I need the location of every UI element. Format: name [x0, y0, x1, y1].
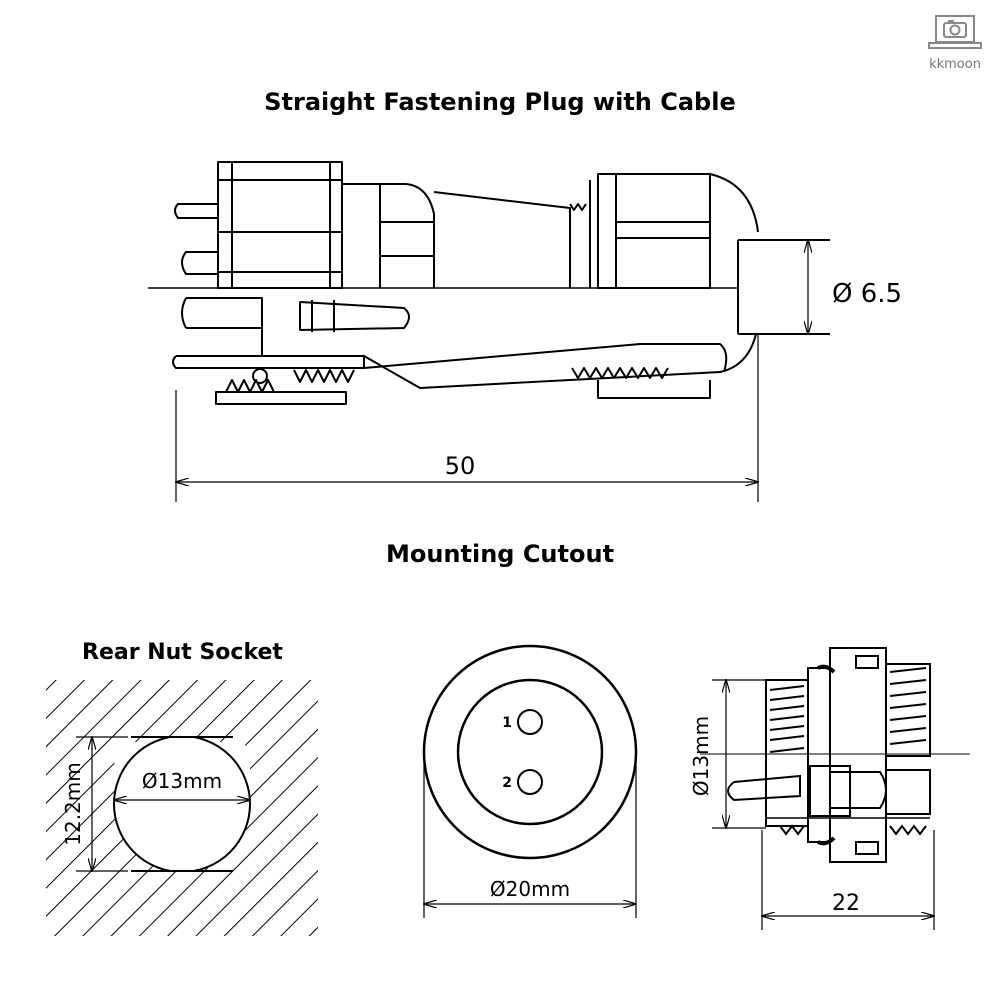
socket-dimensions	[712, 680, 934, 930]
pin-1-hole	[517, 709, 543, 735]
socket-length-label: 22	[832, 891, 860, 916]
plug-title: Straight Fastening Plug with Cable	[264, 88, 736, 116]
mounting-face-drawing	[422, 644, 638, 918]
cutout-title: Mounting Cutout	[385, 540, 615, 568]
brand-name: kkmoon	[929, 57, 981, 72]
cable-diameter-label: Ø 6.5	[832, 279, 902, 309]
pin-2-hole	[517, 769, 543, 795]
socket-diameter-label: Ø13mm	[689, 716, 713, 796]
face-diameter-label: Ø20mm	[490, 877, 570, 901]
rear-diameter-label: Ø13mm	[142, 769, 222, 793]
rear-nut-title: Rear Nut Socket	[82, 640, 283, 665]
socket-side-drawing	[700, 647, 970, 863]
plug-drawing	[148, 161, 830, 405]
plug-length-label: 50	[445, 452, 476, 480]
brand-logo: kkmoon	[920, 13, 990, 72]
rear-height-label: 12.2mm	[61, 762, 85, 846]
camera-laptop-logo-icon	[928, 15, 982, 49]
pin-2-label: 2	[502, 775, 512, 791]
rear-nut-drawing	[46, 680, 318, 936]
plug-dimensions	[176, 240, 826, 502]
pin-1-label: 1	[502, 715, 512, 731]
